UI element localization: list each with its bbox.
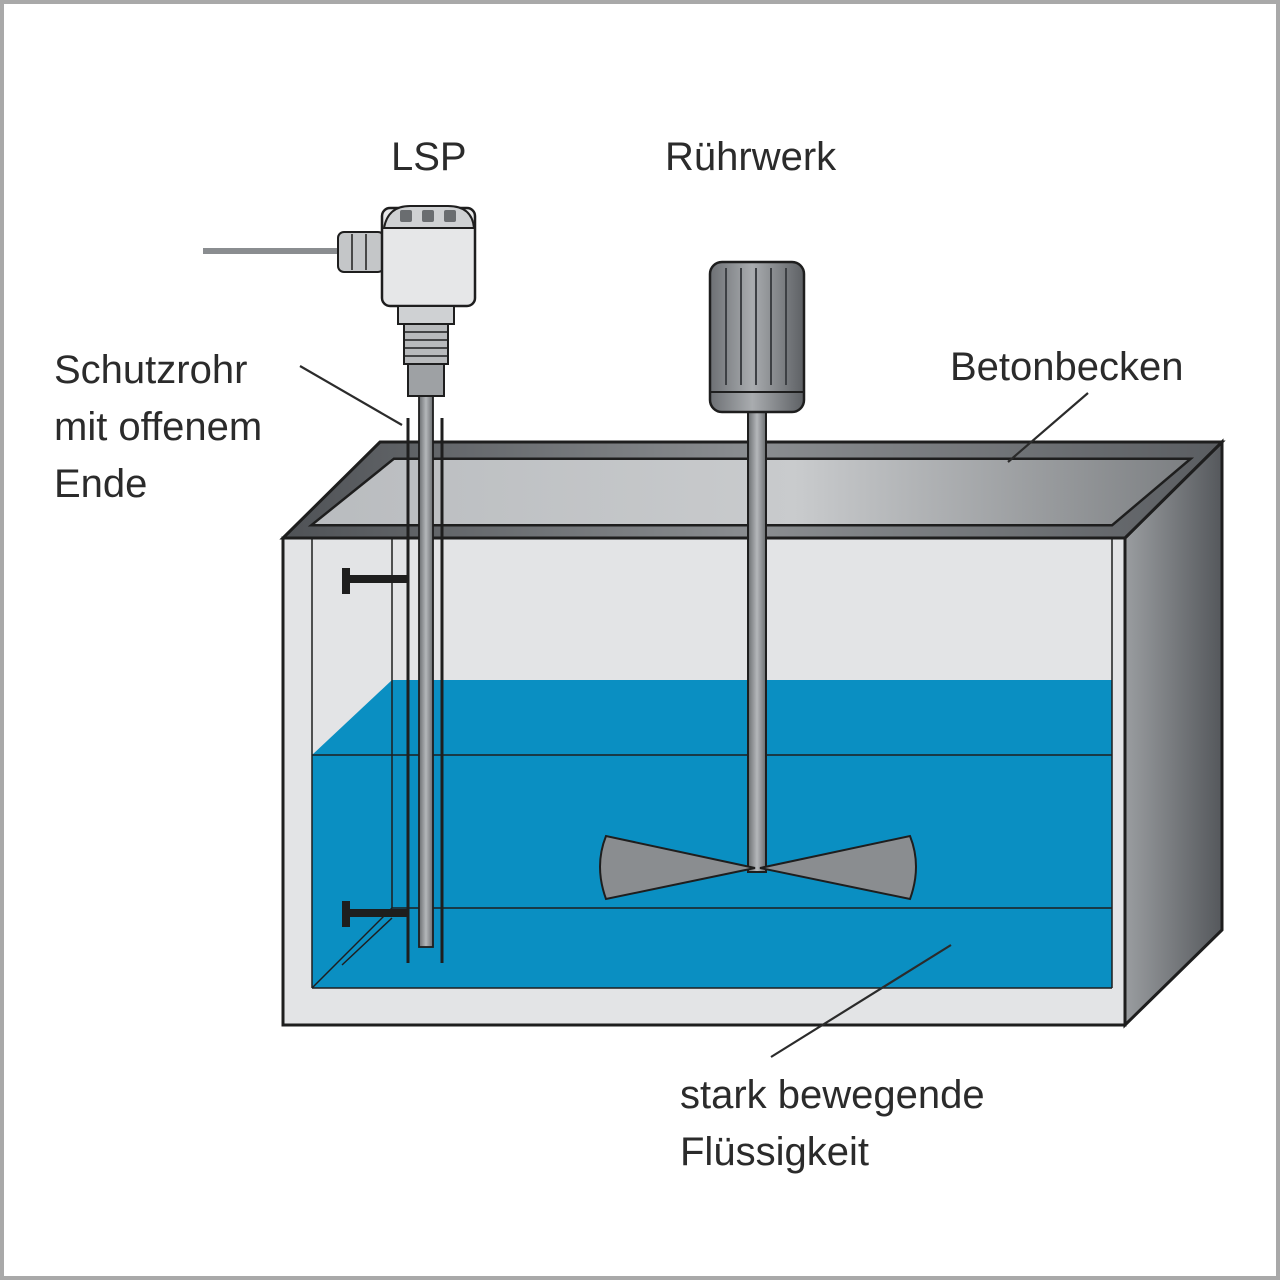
impeller-blade-left xyxy=(599,834,756,901)
tank-side-face xyxy=(1123,438,1224,1029)
label-lsp: LSP xyxy=(391,135,467,179)
label-tank: Betonbecken xyxy=(950,345,1184,389)
leader-line-bracket xyxy=(341,917,393,966)
agitator xyxy=(599,260,917,901)
cable-gland xyxy=(337,231,385,273)
label-tube-line-3: Ende xyxy=(54,462,147,506)
label-agitator: Rührwerk xyxy=(665,135,837,179)
inner-left-bottom-diag xyxy=(311,907,393,989)
label-tube-line-1: Schutzrohr xyxy=(54,348,247,392)
impeller-blade-right xyxy=(759,834,917,901)
leader-line-tube xyxy=(299,365,403,426)
motor-cooling-fins xyxy=(725,268,787,385)
lsp-probe-rod xyxy=(418,394,434,948)
tube-brackets xyxy=(342,568,408,927)
leader-line-liquid xyxy=(770,944,952,1058)
lsp-neck xyxy=(397,305,455,325)
protection-tube xyxy=(406,418,444,963)
label-liquid-line-2: Flüssigkeit xyxy=(680,1130,869,1174)
lsp-thread xyxy=(403,323,449,365)
label-liquid-line-1: stark bewegende xyxy=(680,1073,985,1117)
label-tube-line-2: mit offenem xyxy=(54,405,262,449)
liquid xyxy=(312,680,1112,988)
agitator-shaft xyxy=(747,409,767,873)
leader-line-tank xyxy=(1007,392,1089,463)
lsp-sensor xyxy=(203,205,477,948)
lsp-nut xyxy=(407,363,445,397)
